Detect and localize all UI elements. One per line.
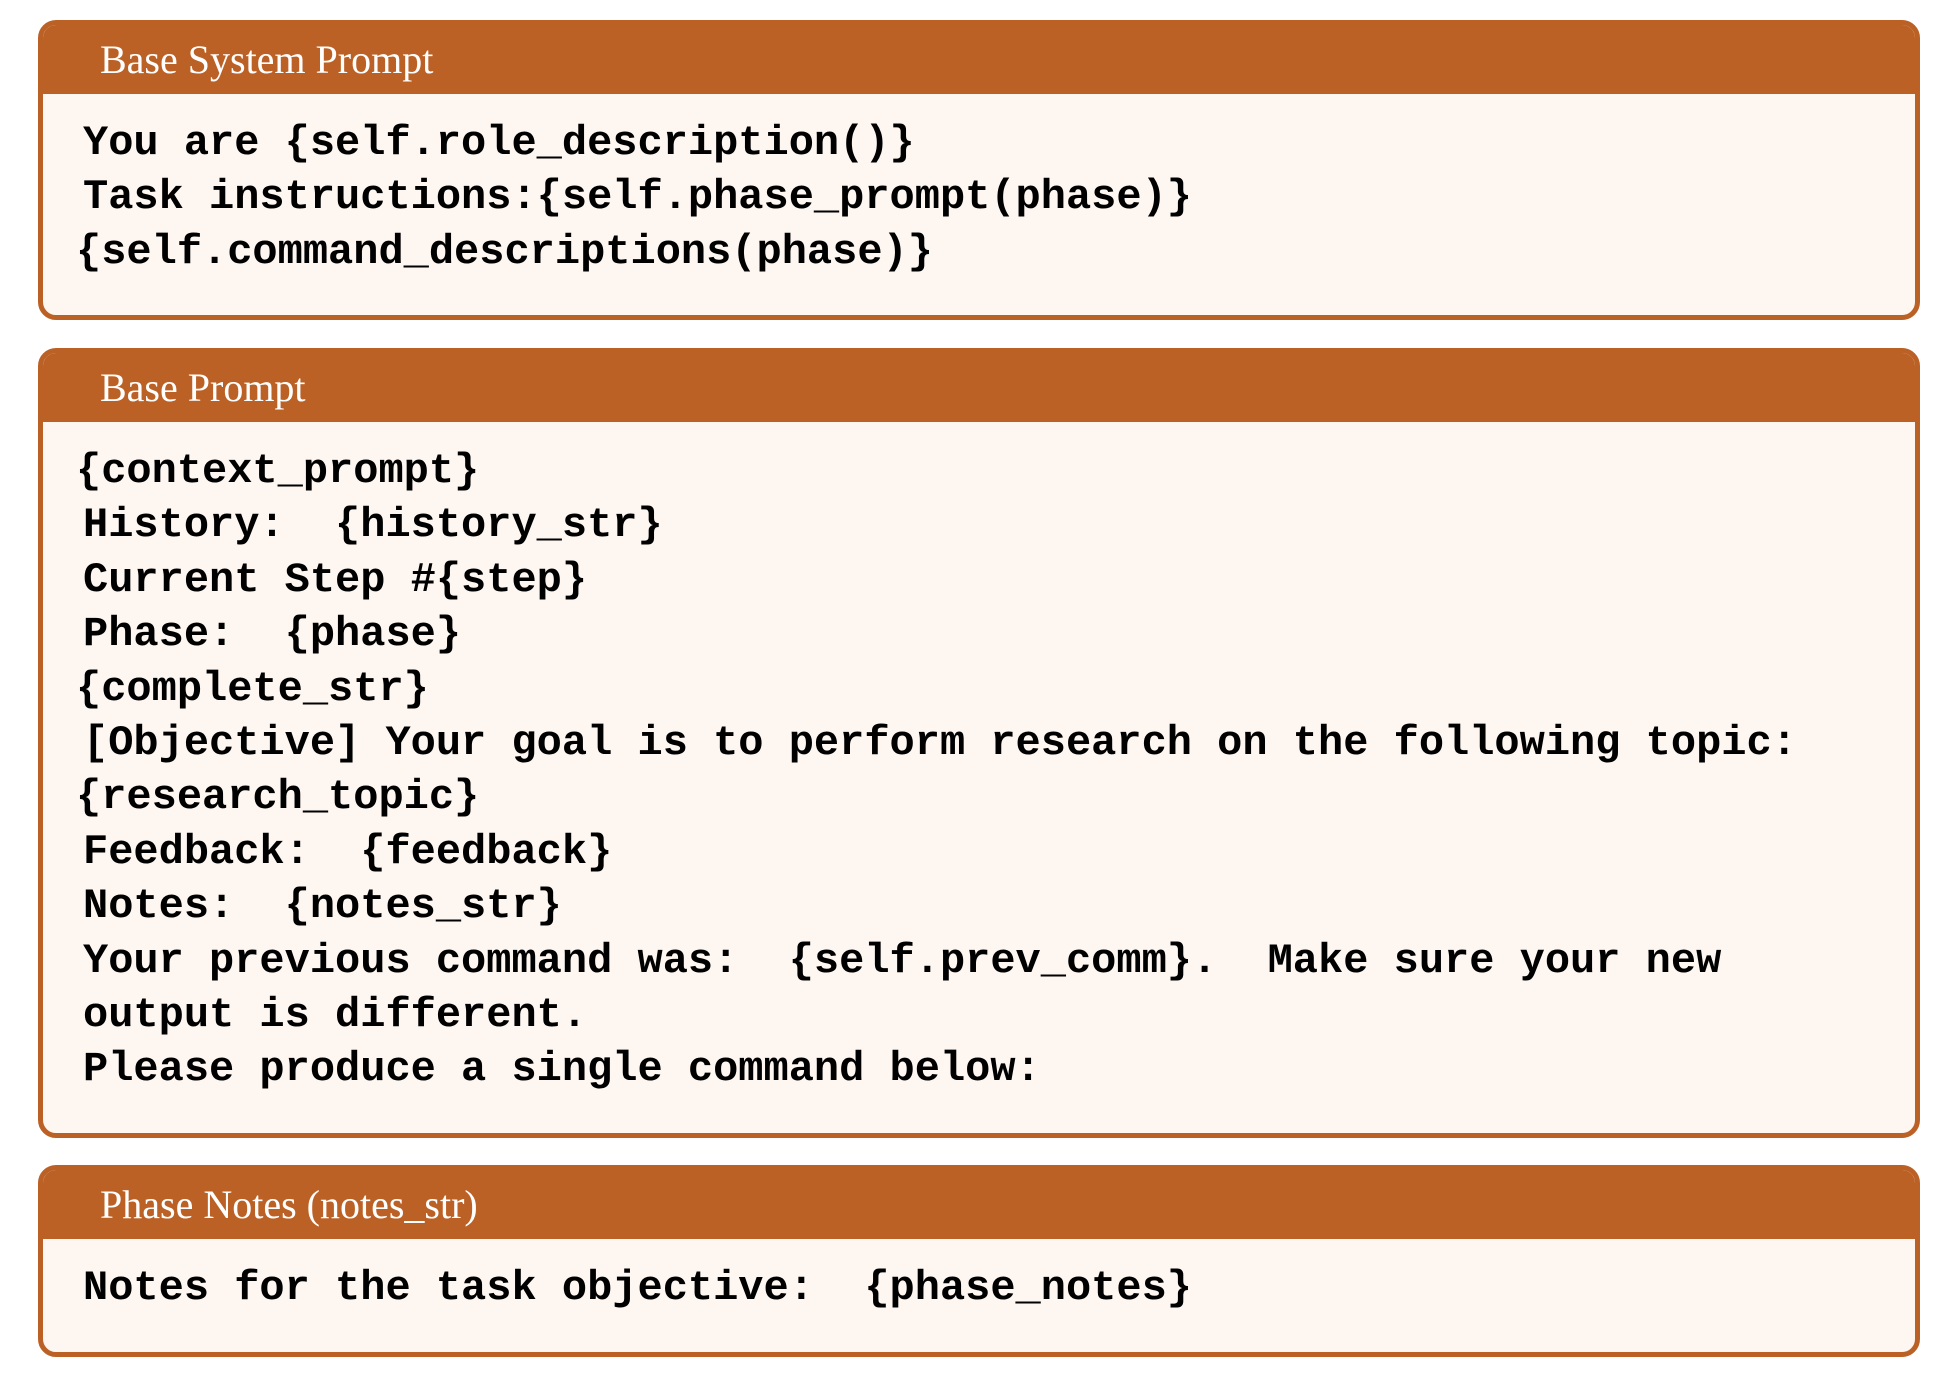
prompt-line: {self.command_descriptions(phase)} [76,227,933,276]
prompt-line: Task instructions:{self.phase_prompt(pha… [83,173,1192,222]
box-body: {context_prompt} History: {history_str} … [43,422,1915,1097]
box-header: Base System Prompt [43,25,1915,94]
box-title: Base Prompt [100,364,306,410]
prompt-line: Notes for the task objective: {phase_not… [83,1264,1192,1312]
prompt-line: Please produce a single command below: [83,1045,1041,1094]
base-prompt-box: Base Prompt {context_prompt} History: {h… [38,348,1920,1138]
prompt-line: output is different. [83,990,588,1039]
box-title: Base System Prompt [100,36,434,82]
box-title: Phase Notes (notes_str) [100,1181,478,1227]
prompt-line: {context_prompt} [76,447,480,495]
prompt-line: {complete_str} [76,664,429,713]
prompt-line: Phase: {phase} [83,610,462,659]
prompt-line: [Objective] Your goal is to perform rese… [83,718,1797,767]
base-system-prompt-box: Base System Prompt You are {self.role_de… [38,20,1920,320]
prompt-line: History: {history_str} [83,501,663,550]
prompt-line: Your previous command was: {self.prev_co… [83,936,1722,985]
prompt-line: You are {self.role_description()} [83,119,915,167]
box-body: Notes for the task objective: {phase_not… [43,1239,1915,1315]
box-header: Phase Notes (notes_str) [43,1170,1915,1239]
prompt-line: Current Step #{step} [83,555,588,604]
prompt-line: Notes: {notes_str} [83,882,562,931]
box-header: Base Prompt [43,353,1915,422]
prompt-line: Feedback: {feedback} [83,827,613,876]
prompt-line: {research_topic} [76,773,480,822]
box-body: You are {self.role_description()} Task i… [43,94,1915,279]
phase-notes-box: Phase Notes (notes_str) Notes for the ta… [38,1165,1920,1357]
